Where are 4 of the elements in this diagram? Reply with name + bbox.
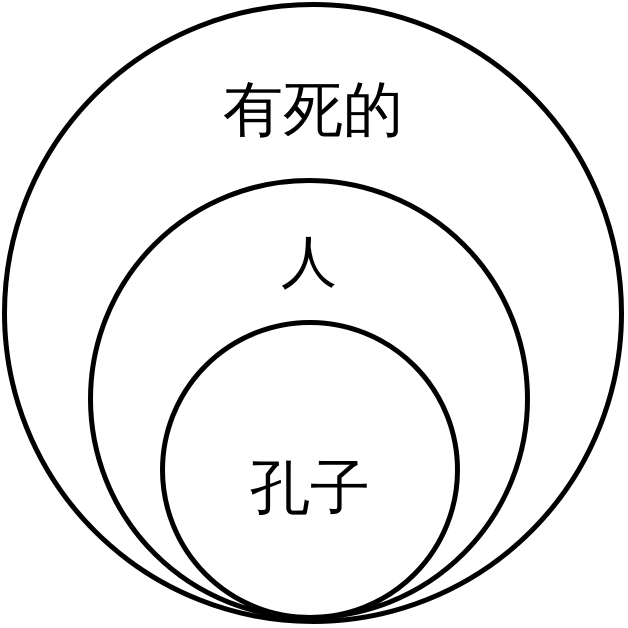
region-label: 孔子 [250, 458, 370, 518]
region-label: 人 [281, 235, 337, 291]
region-label: 有死的 [223, 80, 403, 140]
circle-region [88, 178, 530, 620]
